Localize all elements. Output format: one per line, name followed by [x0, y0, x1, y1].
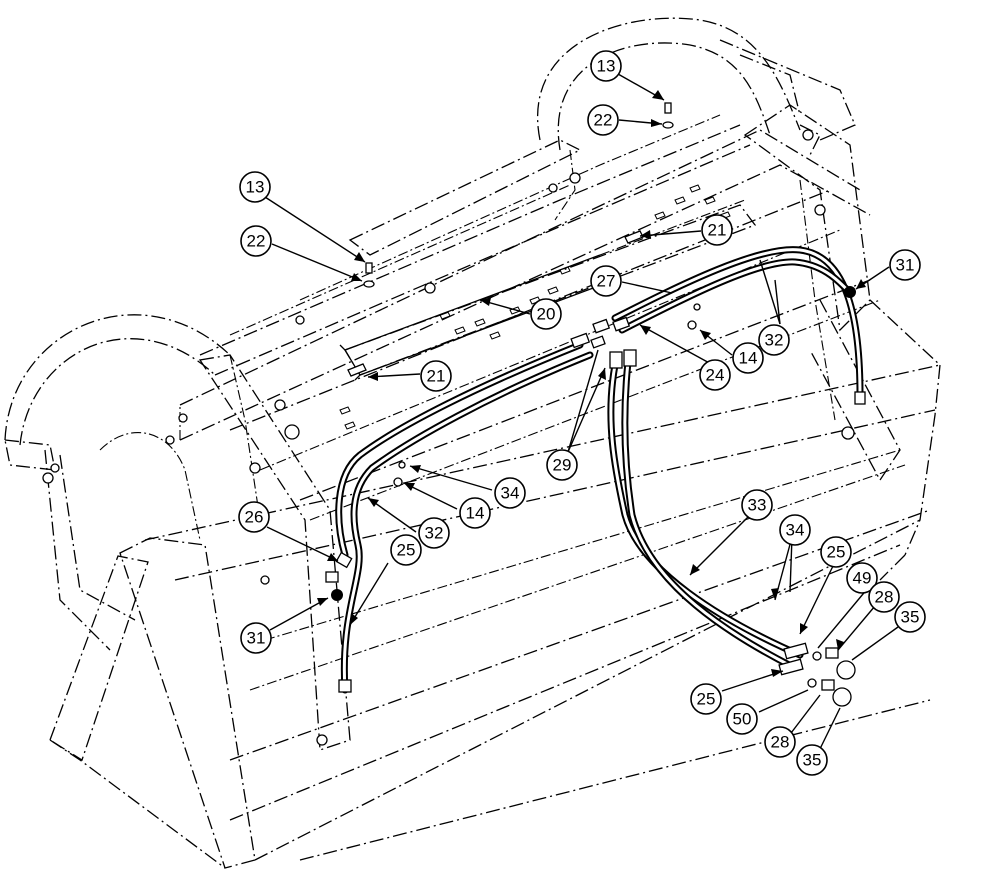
- structure-bolts: [42, 129, 855, 746]
- svg-text:35: 35: [901, 608, 920, 627]
- callout-22-top: 22: [587, 104, 619, 136]
- callout-32-left: 32: [418, 517, 450, 549]
- grille-left: [4, 314, 231, 651]
- svg-text:25: 25: [827, 543, 846, 562]
- callout-35-lower: 35: [796, 744, 828, 776]
- callout-28-upper: 28: [868, 581, 900, 613]
- svg-text:35: 35: [803, 751, 822, 770]
- svg-text:32: 32: [425, 524, 444, 543]
- svg-text:14: 14: [466, 504, 485, 523]
- callout-21-right: 21: [701, 214, 733, 246]
- leader-arrowheads: [317, 90, 866, 677]
- callout-31-right: 31: [889, 249, 921, 281]
- callouts: 13 22 13 22 21 31 27 20 32 14 21 24 29 3…: [238, 50, 926, 776]
- callout-14-right: 14: [732, 342, 764, 374]
- callout-24: 24: [699, 359, 731, 391]
- callout-25-right: 25: [820, 536, 852, 568]
- callout-27: 27: [590, 265, 622, 297]
- svg-text:13: 13: [246, 178, 265, 197]
- callout-13-left: 13: [239, 171, 271, 203]
- svg-text:22: 22: [594, 111, 613, 130]
- callout-32-right: 32: [758, 324, 790, 356]
- svg-text:29: 29: [553, 456, 572, 475]
- svg-text:31: 31: [247, 629, 266, 648]
- callout-50: 50: [726, 703, 758, 735]
- callout-14-left: 14: [459, 497, 491, 529]
- callout-31-left: 31: [240, 622, 272, 654]
- svg-text:34: 34: [501, 484, 520, 503]
- callout-13-top: 13: [590, 50, 622, 82]
- svg-text:26: 26: [245, 508, 264, 527]
- svg-text:25: 25: [397, 541, 416, 560]
- svg-text:27: 27: [597, 272, 616, 291]
- callout-26: 26: [238, 501, 270, 533]
- center-plate: [339, 184, 757, 430]
- svg-text:28: 28: [875, 588, 894, 607]
- callout-34-left: 34: [494, 477, 526, 509]
- svg-text:14: 14: [739, 349, 758, 368]
- callout-20: 20: [530, 298, 562, 330]
- svg-text:20: 20: [537, 305, 556, 324]
- callout-25-lower: 25: [690, 683, 722, 715]
- callout-28-lower: 28: [764, 726, 796, 758]
- svg-text:50: 50: [733, 710, 752, 729]
- fittings: [325, 102, 866, 707]
- callout-33: 33: [741, 489, 773, 521]
- svg-text:28: 28: [771, 733, 790, 752]
- grille-right: [537, 17, 856, 221]
- svg-text:24: 24: [706, 366, 725, 385]
- svg-text:21: 21: [427, 367, 446, 386]
- svg-text:22: 22: [247, 232, 266, 251]
- callout-49: 49: [846, 562, 878, 594]
- svg-text:31: 31: [896, 256, 915, 275]
- callout-29: 29: [546, 449, 578, 481]
- callout-21-left: 21: [420, 360, 452, 392]
- callout-25-left: 25: [390, 534, 422, 566]
- svg-text:13: 13: [597, 57, 616, 76]
- svg-text:25: 25: [697, 690, 716, 709]
- hoses: [335, 246, 864, 694]
- svg-text:21: 21: [708, 221, 727, 240]
- svg-text:32: 32: [765, 331, 784, 350]
- callout-35-upper: 35: [894, 601, 926, 633]
- svg-text:33: 33: [748, 496, 767, 515]
- svg-text:49: 49: [853, 569, 872, 588]
- callout-34-right: 34: [779, 514, 811, 546]
- callout-22-left: 22: [240, 225, 272, 257]
- svg-text:34: 34: [786, 521, 805, 540]
